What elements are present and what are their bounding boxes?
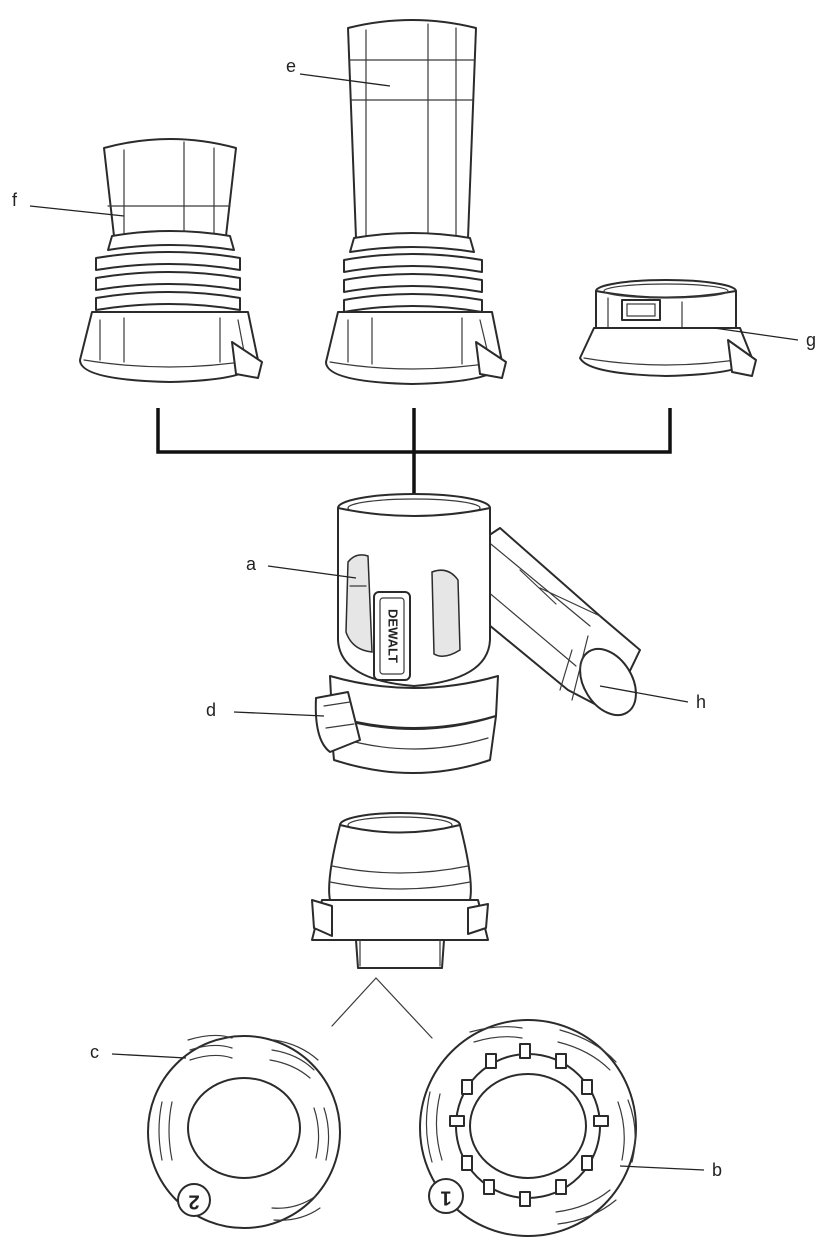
callout-a: a [246,554,257,574]
callout-f: f [12,190,18,210]
main-body-assembly [314,493,641,774]
part-b-ring [419,1019,637,1237]
ring-b-number: 1 [440,1187,451,1209]
dewalt-brand-text: DEWALT [386,609,401,663]
ring-connector-lines [331,977,433,1039]
callout-g: g [806,330,816,350]
part-g-adapter [579,279,757,377]
part-f-shroud [79,138,263,383]
connection-bracket [156,408,672,500]
callout-c: c [90,1042,99,1062]
leader-lines [29,73,799,1171]
callout-e: e [286,56,296,76]
callout-d: d [206,700,216,720]
callout-h: h [696,692,706,712]
part-e-shroud [325,19,507,385]
part-c-ring [147,1034,341,1229]
ring-c-number: 2 [188,1191,199,1213]
callout-b: b [712,1160,722,1180]
lower-adapter [311,812,489,969]
